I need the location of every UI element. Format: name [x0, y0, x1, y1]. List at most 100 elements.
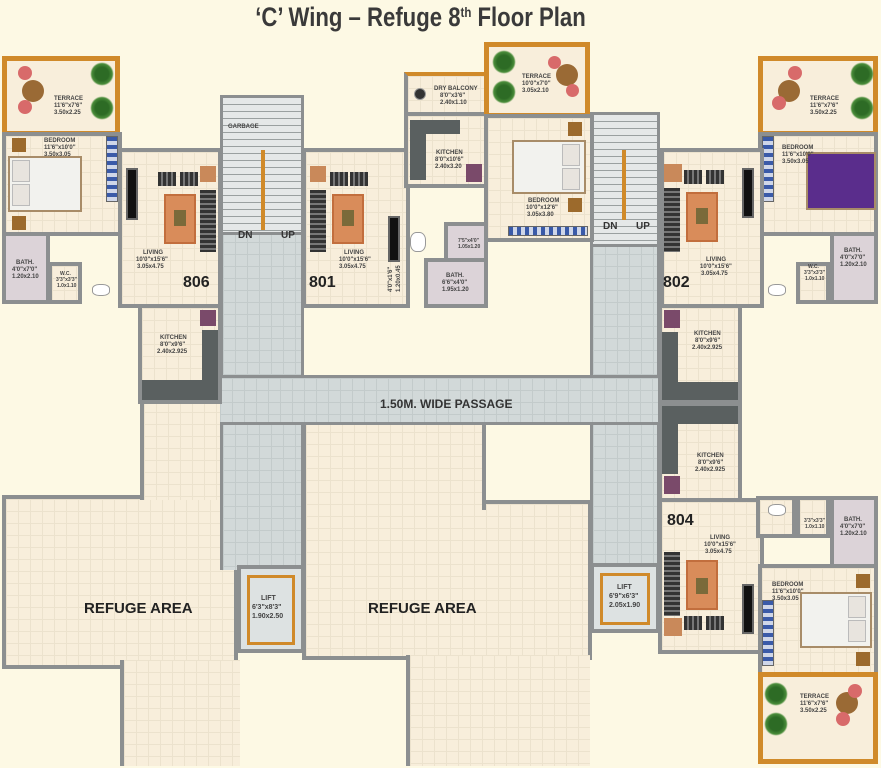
u802-kitchen-dim-ft: 8'0"x9'6" — [695, 338, 721, 344]
u804-terrace-plant-icon — [764, 682, 788, 706]
u801-bath-name: BATH. — [446, 273, 464, 279]
u801-wc — [444, 222, 488, 262]
u802-terrace-plant-icon-2 — [850, 96, 874, 120]
u802-bath-name: BATH. — [844, 248, 862, 254]
u806-wc-dim-ft: 3'3"x3'3" — [56, 277, 78, 283]
u804-terrace-dim-m: 3.50x2.25 — [800, 708, 827, 714]
u804-pillow-icon-2 — [848, 620, 866, 642]
refuge-area-right-lower — [406, 655, 590, 766]
u801-counter-icon-2 — [410, 120, 460, 134]
u804-terrace-chair-icon-2 — [836, 712, 850, 726]
u801-tv-icon — [388, 216, 400, 262]
u801-nightstand-icon — [568, 122, 582, 136]
u804-bath-name: BATH. — [844, 517, 862, 523]
u801-duct-dim-m: 1.20x0.45 — [396, 265, 402, 292]
u802-wc-name: W.C. — [808, 264, 819, 270]
u802-terrace-plant-icon — [850, 62, 874, 86]
u801-wc-dim-m: 1.05x1.20 — [458, 244, 481, 250]
u804-rug-icon — [686, 560, 718, 610]
u802-wc-dim-ft: 3'3"x3'3" — [804, 270, 826, 276]
u801-nightstand-icon-2 — [568, 198, 582, 212]
u802-bath — [830, 232, 878, 304]
u802-wc-dim-m: 1.0x1.10 — [805, 276, 825, 282]
u801-sofa-icon-2 — [350, 172, 368, 186]
page-title: ‘C’ Wing – Refuge 8th Floor Plan — [255, 2, 586, 32]
u804-kitchen-dim-ft: 8'0"x9'6" — [698, 460, 724, 466]
u804-terrace-chair-icon — [848, 684, 862, 698]
u801-washbasin-icon — [410, 232, 426, 252]
u801-wc-dim-ft: 7'5"x4'0" — [458, 238, 480, 244]
u802-bed-icon — [806, 152, 876, 210]
u806-terrace-table-icon — [22, 80, 44, 102]
refuge-area-left-upper — [140, 400, 224, 500]
garbage-label: GARBAGE — [228, 124, 259, 130]
u801-dry-balcony-name: DRY BALCONY — [434, 86, 478, 92]
u806-kitchen-name: KITCHEN — [160, 335, 187, 341]
u802-living-dim-m: 3.05x4.75 — [701, 271, 728, 277]
u802-sofa-icon-3 — [664, 188, 680, 252]
u804-sofa-icon-2 — [706, 616, 724, 630]
u806-bath-dim-ft: 4'0"x7'0" — [12, 267, 38, 273]
u804-living-name: LIVING — [710, 535, 731, 541]
u806-nightstand-icon-2 — [12, 216, 26, 230]
u801-fridge-icon — [466, 164, 482, 182]
u801-dry-balcony-dim-m: 2.40x1.10 — [440, 100, 467, 106]
u804-living-dim-m: 3.05x4.75 — [705, 549, 732, 555]
refuge-area-right-upper — [302, 420, 486, 510]
u802-bedroom-dim-ft: 11'6"x10'0" — [782, 152, 814, 158]
u806-pillow-icon-2 — [12, 184, 30, 206]
lift-1-dim-ft: 6'3"x8'3" — [252, 604, 282, 611]
u804-bedroom-dim-ft: 11'6"x10'0" — [772, 589, 804, 595]
u802-bath-dim-m: 1.20x2.10 — [840, 262, 867, 268]
u801-terrace-chair-icon — [548, 56, 561, 69]
u802-sofa-icon-2 — [706, 170, 724, 184]
u801-pillow-icon — [562, 144, 580, 166]
u802-bath-dim-ft: 4'0"x7'0" — [840, 255, 866, 261]
refuge-area-left-lower — [120, 660, 240, 766]
u801-terrace-chair-icon-2 — [566, 84, 579, 97]
u804-bath-dim-m: 1.20x2.10 — [840, 531, 867, 537]
u804-living-dim-ft: 10'0"x15'6" — [704, 542, 736, 548]
refuge-area-right-label: REFUGE AREA — [368, 600, 477, 617]
u806-wardrobe-icon — [106, 136, 118, 202]
u802-terrace-chair-icon-2 — [772, 96, 786, 110]
u804-kitchen-dim-m: 2.40x2.925 — [695, 467, 726, 473]
u806-washbasin-icon — [92, 284, 110, 296]
u804-nightstand-icon-2 — [856, 652, 870, 666]
u801-terrace-plant-icon — [492, 50, 516, 74]
passage-label: 1.50M. WIDE PASSAGE — [380, 397, 513, 411]
u806-rug-icon — [164, 194, 196, 244]
u806-sofa-icon-3 — [200, 190, 216, 252]
u802-terrace-chair-icon — [788, 66, 802, 80]
u806-wc-name: W.C. — [60, 271, 71, 277]
wide-passage — [220, 375, 660, 425]
u802-terrace-dim-ft: 11'6"x7'6" — [810, 103, 839, 109]
u804-pillow-icon — [848, 596, 866, 618]
u806-counter-icon — [202, 330, 218, 380]
u802-fridge-icon — [664, 310, 680, 328]
u806-unit-number: 806 — [183, 274, 210, 291]
u801-living-dim-m: 3.05x4.75 — [339, 264, 366, 270]
u806-wc-dim-m: 1.0x1.10 — [57, 283, 77, 289]
u804-counter-icon-2 — [662, 424, 678, 474]
lift-1-name: LIFT — [261, 595, 276, 602]
u806-wc — [48, 262, 82, 304]
u801-side-table-icon — [310, 166, 326, 182]
refuge-area-left-label: REFUGE AREA — [84, 600, 193, 617]
u801-bedroom-dim-m: 3.05x3.80 — [527, 212, 554, 218]
u806-nightstand-icon — [12, 138, 26, 152]
u804-bath — [830, 496, 878, 568]
u801-bath-dim-ft: 6'6"x4'0" — [442, 280, 468, 286]
u804-wc — [796, 496, 830, 538]
u802-unit-number: 802 — [663, 274, 690, 291]
u804-bedroom-name: BEDROOM — [772, 582, 804, 588]
u806-terrace-plant-icon — [90, 62, 114, 86]
stair-rail-1 — [261, 150, 265, 230]
u802-living-name: LIVING — [706, 257, 727, 263]
u801-pillow-icon-2 — [562, 168, 580, 190]
u801-unit-number: 801 — [309, 274, 336, 291]
u804-counter-icon — [662, 406, 738, 424]
u806-living-dim-m: 3.05x4.75 — [137, 264, 164, 270]
u801-rug-icon — [332, 194, 364, 244]
u806-terrace-plant-icon-2 — [90, 96, 114, 120]
